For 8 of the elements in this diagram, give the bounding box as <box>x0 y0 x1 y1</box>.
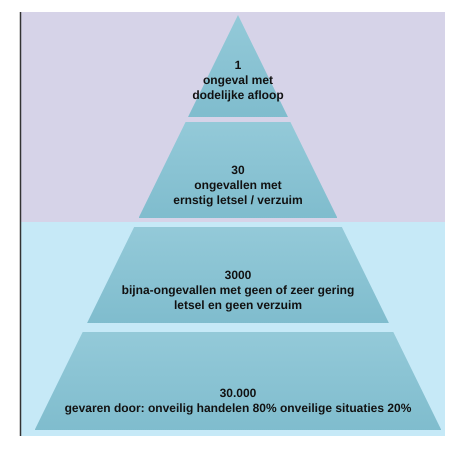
tier-number: 30.000 <box>220 386 256 401</box>
tier-description: ongeval met dodelijke afloop <box>191 73 285 103</box>
tier-number: 3000 <box>224 268 252 283</box>
tier-number: 30 <box>231 163 245 178</box>
tier-description: bijna-ongevallen met geen of zeer gering letsel en geen verzuim <box>120 283 356 313</box>
tier-description: ongevallen met ernstig letsel / verzuim <box>172 178 303 208</box>
tier-description: gevaren door: onveilig handelen 80% onveilige situaties 20% <box>64 401 412 416</box>
tier-number: 1 <box>234 58 242 73</box>
